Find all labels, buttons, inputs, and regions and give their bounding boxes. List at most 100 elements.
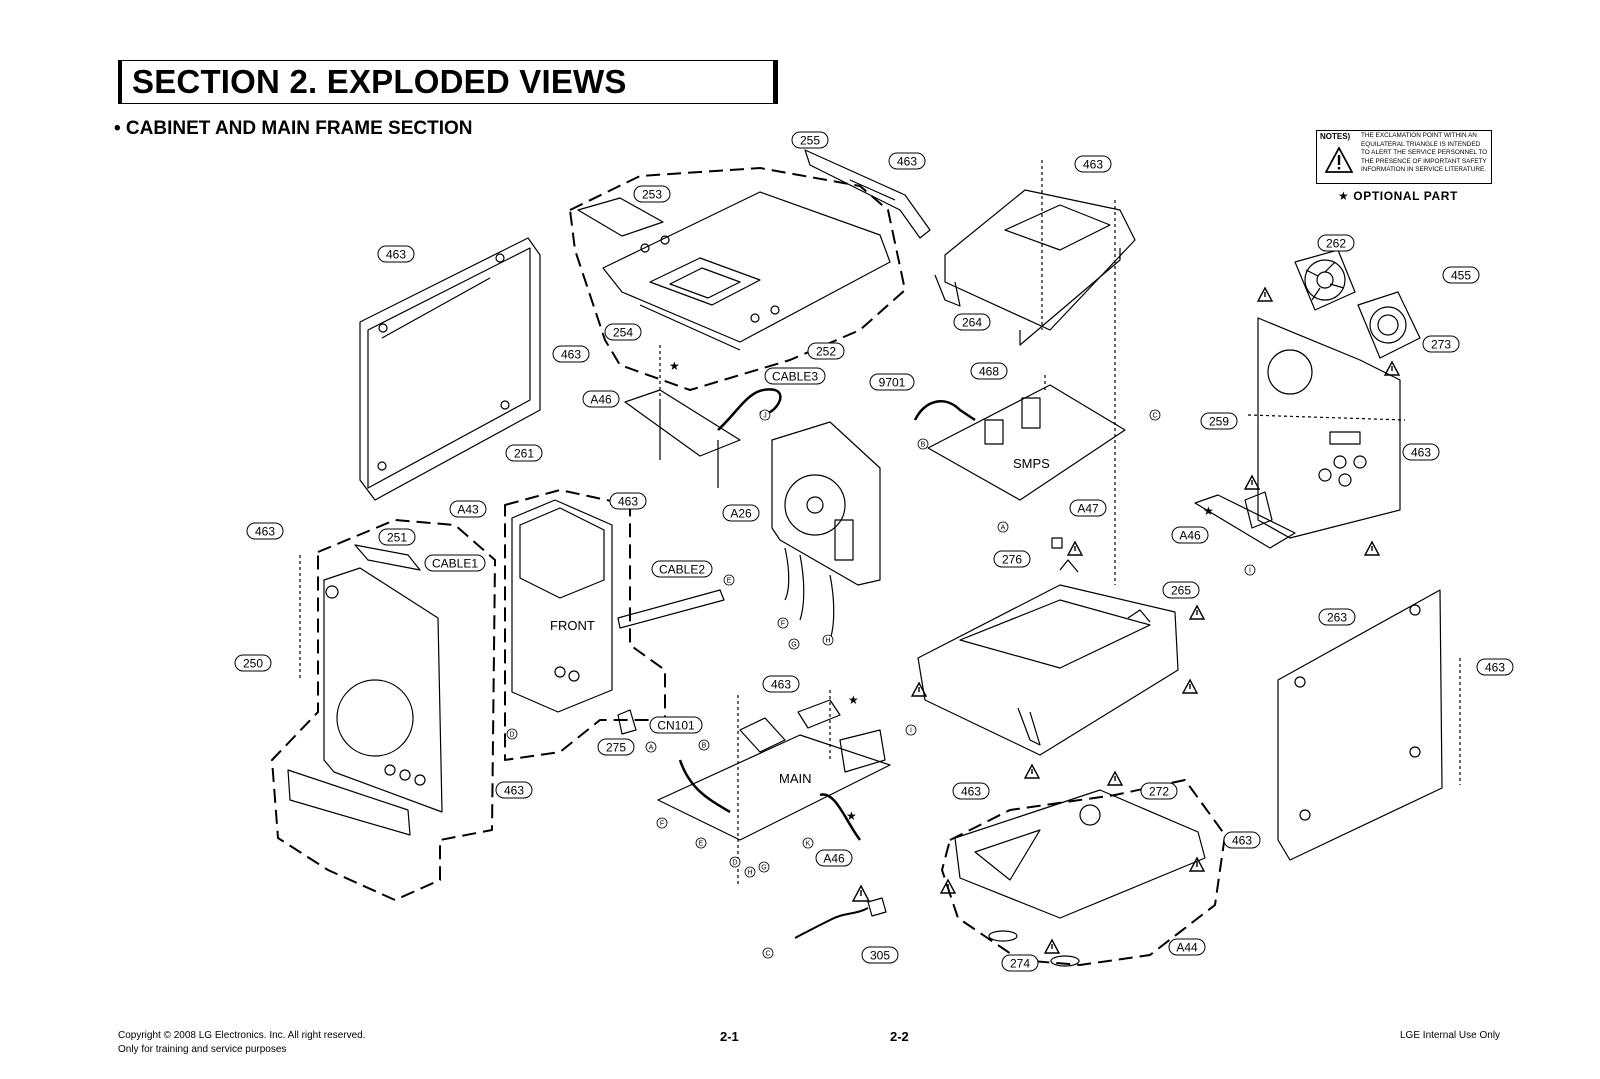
connector-text: B bbox=[702, 743, 707, 750]
top-panel-253 bbox=[577, 197, 664, 237]
connector-f: F bbox=[656, 817, 668, 829]
callout-cable3: CABLE3 bbox=[764, 367, 826, 385]
callout-253: 253 bbox=[633, 185, 671, 203]
callout-275: 275 bbox=[597, 738, 635, 756]
callout-text: 463 bbox=[1411, 446, 1431, 460]
board-A46-upper bbox=[624, 389, 741, 488]
connector-text: E bbox=[699, 841, 704, 848]
connector-text: E bbox=[727, 578, 732, 585]
notes-text: THE EXCLAMATION POINT WITHIN AN EQUILATE… bbox=[1361, 132, 1488, 174]
cooling-fan-262 bbox=[1294, 249, 1356, 311]
side-panel-263 bbox=[1277, 589, 1443, 861]
callout-305: 305 bbox=[861, 946, 899, 964]
connector-f: F bbox=[777, 617, 789, 629]
callout-text: 276 bbox=[1002, 553, 1022, 567]
connector-e: E bbox=[723, 574, 735, 586]
callout-463: 463 bbox=[1074, 155, 1112, 173]
connector-j: J bbox=[759, 409, 771, 421]
optional-star-icons: ★★★★ bbox=[669, 359, 1214, 823]
callout-276: 276 bbox=[993, 550, 1031, 568]
shield-cover-264 bbox=[934, 189, 1136, 346]
connector-text: I bbox=[1249, 568, 1251, 575]
callout-text: 463 bbox=[1485, 661, 1505, 675]
connector-b: B bbox=[917, 438, 929, 450]
connector-d: D bbox=[506, 728, 518, 740]
main-board bbox=[657, 699, 891, 841]
front-label: FRONT bbox=[550, 618, 595, 633]
footer-training: Only for training and service purposes bbox=[118, 1044, 287, 1055]
connector-text: C bbox=[765, 951, 770, 958]
callout-463: 463 bbox=[495, 781, 533, 799]
callout-text: 250 bbox=[243, 657, 263, 671]
footer-internal: LGE Internal Use Only bbox=[1400, 1030, 1501, 1041]
optional-part-legend: ★ OPTIONAL PART bbox=[1338, 189, 1458, 203]
callout-250: 250 bbox=[234, 654, 272, 672]
callout-text: 305 bbox=[870, 949, 890, 963]
connector-text: J bbox=[763, 413, 767, 420]
callout-262: 262 bbox=[1317, 234, 1355, 252]
callout-text: 261 bbox=[514, 447, 534, 461]
callout-463: 463 bbox=[1402, 443, 1440, 461]
callout-274: 274 bbox=[1001, 954, 1039, 972]
callout-265: 265 bbox=[1162, 581, 1200, 599]
callout-text: 265 bbox=[1171, 584, 1191, 598]
section-title: SECTION 2. EXPLODED VIEWS bbox=[132, 63, 627, 100]
page-number-right: 2-2 bbox=[890, 1029, 909, 1044]
connector-a: A bbox=[645, 741, 657, 753]
cable3-wire bbox=[717, 388, 782, 431]
connector-i: I bbox=[905, 724, 917, 736]
callout-text: 275 bbox=[606, 741, 626, 755]
bottom-frame-272 bbox=[954, 789, 1206, 919]
callout-455: 455 bbox=[1442, 266, 1480, 284]
callout-261: 261 bbox=[505, 444, 543, 462]
connector-text: H bbox=[747, 870, 752, 877]
footer-copyright: Copyright © 2008 LG Electronics. Inc. Al… bbox=[118, 1030, 366, 1041]
callout-272: 272 bbox=[1140, 782, 1178, 800]
connector-d: D bbox=[729, 856, 741, 868]
cable-9701-wire bbox=[913, 400, 976, 422]
callout-463: 463 bbox=[609, 492, 647, 510]
callout-labels: 255463253463463254252264262455273261A46C… bbox=[234, 131, 1514, 972]
assembly-guide-lines bbox=[299, 160, 1461, 885]
notes-label: NOTES) bbox=[1320, 132, 1351, 141]
svg-text:★: ★ bbox=[669, 359, 680, 373]
spacer-276 bbox=[1051, 537, 1063, 549]
callout-463: 463 bbox=[246, 522, 284, 540]
connector-c: C bbox=[1149, 409, 1161, 421]
connector-text: H bbox=[825, 638, 830, 645]
front-trim-250 bbox=[287, 769, 411, 836]
callout-text: CABLE1 bbox=[432, 557, 478, 571]
callout-463: 463 bbox=[762, 675, 800, 693]
callout-a43: A43 bbox=[449, 500, 487, 518]
callout-cn101: CN101 bbox=[649, 716, 703, 734]
callout-463: 463 bbox=[1476, 658, 1514, 676]
board-A46-rear bbox=[1194, 491, 1296, 549]
callout-text: A46 bbox=[1179, 529, 1201, 543]
connector-text: D bbox=[732, 860, 737, 867]
callout-text: 463 bbox=[1232, 834, 1252, 848]
smps-board-A47 bbox=[927, 375, 1126, 501]
callout-463: 463 bbox=[952, 782, 990, 800]
connector-i: I bbox=[1244, 564, 1256, 576]
callout-text: 263 bbox=[1327, 611, 1347, 625]
warning-triangle-icon bbox=[1325, 147, 1353, 173]
callout-a47: A47 bbox=[1069, 499, 1107, 517]
callout-text: 264 bbox=[962, 316, 982, 330]
callout-cable2: CABLE2 bbox=[651, 560, 713, 578]
callout-text: 468 bbox=[979, 365, 999, 379]
front-board-group-outline bbox=[504, 489, 666, 761]
callout-text: CN101 bbox=[657, 719, 695, 733]
callout-a46: A46 bbox=[1171, 526, 1209, 544]
callout-463: 463 bbox=[888, 152, 926, 170]
connector-a: A bbox=[997, 521, 1009, 533]
connector-text: A bbox=[1001, 525, 1006, 532]
connector-c: C bbox=[762, 947, 774, 959]
connector-text: K bbox=[806, 841, 811, 848]
smps-label: SMPS bbox=[1013, 456, 1050, 471]
callout-259: 259 bbox=[1200, 412, 1238, 430]
callout-a46: A46 bbox=[815, 849, 853, 867]
cable-cn101-wire bbox=[678, 759, 731, 814]
fan-guard-273 bbox=[1357, 291, 1421, 359]
bracket-275 bbox=[617, 709, 637, 735]
